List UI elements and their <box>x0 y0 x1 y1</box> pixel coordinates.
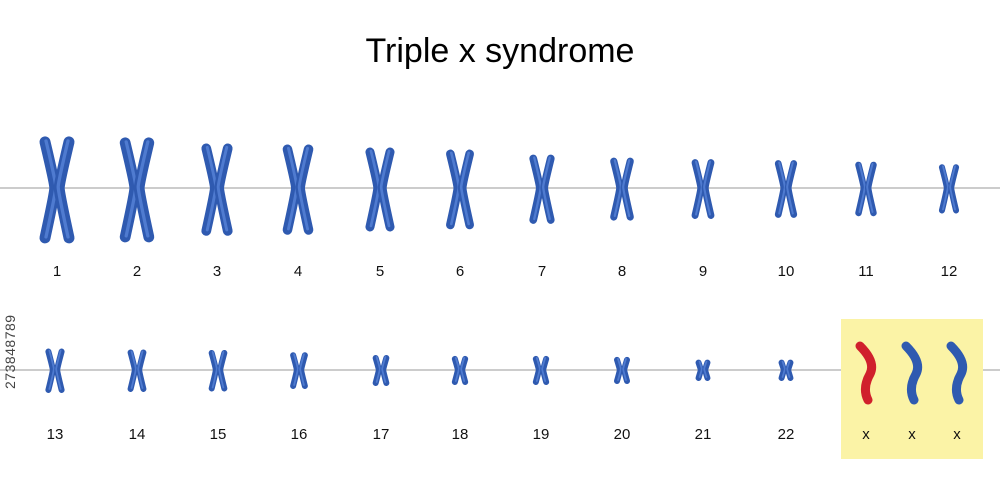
diagram-title: Triple x syndrome <box>365 32 635 70</box>
chromosome-1 <box>39 136 75 244</box>
chromosome-label: 5 <box>376 263 384 280</box>
chromosome-label: 22 <box>778 426 795 443</box>
chromosome-6 <box>446 149 474 230</box>
chromosome-label: 20 <box>614 426 631 443</box>
chromosome-9 <box>691 159 715 219</box>
chromosome-label: 15 <box>210 426 227 443</box>
chromosome-4 <box>282 144 314 235</box>
chromosome-20 <box>614 356 630 384</box>
chromosome-18 <box>451 355 469 385</box>
chromosome-16 <box>290 352 308 389</box>
chromosome-label: 11 <box>858 263 874 280</box>
sex-chromosome-x-3 <box>946 341 968 405</box>
chromosome-label: 12 <box>941 263 958 280</box>
chromosome-label: 7 <box>538 263 546 280</box>
chromosome-label: 3 <box>213 263 221 280</box>
chromosome-label: 9 <box>699 263 707 280</box>
chromosome-10 <box>774 160 798 218</box>
chromosome-label: 13 <box>47 426 64 443</box>
chromosome-13 <box>45 348 65 393</box>
chromosome-14 <box>127 349 147 392</box>
chromosome-2 <box>119 137 155 243</box>
chromosome-label: 4 <box>294 263 302 280</box>
chromosome-label: 17 <box>373 426 390 443</box>
chromosome-8 <box>610 157 634 221</box>
chromosome-12 <box>938 164 960 214</box>
chromosome-7 <box>529 154 555 224</box>
chromosome-label: 14 <box>129 426 146 443</box>
chromosome-label: 10 <box>778 263 795 280</box>
chromosome-label: 2 <box>133 263 141 280</box>
sex-chromosome-label: x <box>908 426 916 443</box>
chromosome-5 <box>365 147 395 232</box>
sex-chromosome-x-2 <box>901 341 923 405</box>
chromosome-label: 16 <box>291 426 308 443</box>
chromosome-label: 8 <box>618 263 626 280</box>
chromosome-21 <box>695 359 711 381</box>
chromosome-label: 21 <box>695 426 712 443</box>
chromosome-19 <box>532 355 550 385</box>
chromosome-label: 6 <box>456 263 464 280</box>
watermark-id: 273848789 <box>2 314 18 390</box>
chromosome-label: 1 <box>53 263 61 280</box>
chromosome-15 <box>208 349 228 392</box>
sex-chromosome-x-1 <box>855 341 877 405</box>
chromosome-11 <box>855 161 877 217</box>
chromosome-label: 19 <box>533 426 550 443</box>
chromosome-3 <box>201 143 233 236</box>
chromosome-label: 18 <box>452 426 469 443</box>
chromosome-22 <box>778 359 794 381</box>
sex-chromosome-label: x <box>953 426 961 443</box>
chromosome-17 <box>372 355 390 386</box>
sex-chromosome-label: x <box>862 426 870 443</box>
